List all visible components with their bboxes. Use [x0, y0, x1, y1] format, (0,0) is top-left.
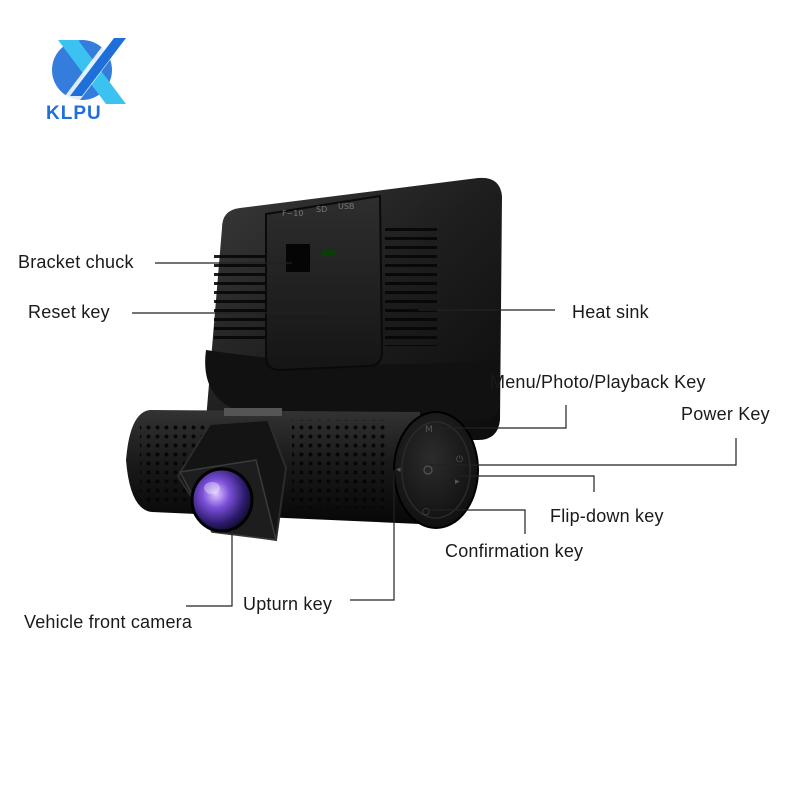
label-bracket-chuck: Bracket chuck	[18, 252, 134, 272]
leader-upturn-key	[350, 470, 395, 601]
barrel-top-highlight	[224, 408, 282, 416]
bracket-chuck-slot	[286, 244, 310, 272]
menu-key-glyph[interactable]: M	[425, 425, 433, 435]
reset-key-hole	[322, 250, 336, 256]
label-reset-key: Reset key	[28, 302, 110, 322]
label-front-camera: Vehicle front camera	[24, 612, 193, 632]
front-camera-lens	[190, 467, 254, 533]
brand-name: KLPU	[46, 103, 102, 124]
label-flip-down-key: Flip-down key	[550, 506, 664, 526]
back-label-right: USB	[338, 202, 354, 211]
flip-down-key-glyph[interactable]: ▸	[455, 477, 460, 487]
label-menu-key: Menu/Photo/Playback Key	[490, 372, 706, 392]
back-label-left: F~10	[282, 209, 303, 218]
leader-power-key	[428, 438, 737, 466]
barrel-vent-right	[292, 420, 388, 508]
confirmation-key-glyph[interactable]: ○	[422, 507, 430, 517]
heat-sink-right	[385, 226, 437, 346]
leader-flip-down-key	[458, 475, 595, 492]
bracket-panel	[265, 194, 384, 372]
confirmation-key-button[interactable]	[423, 465, 433, 475]
leader-menu-key	[436, 405, 567, 429]
upturn-key-glyph[interactable]: ◂	[396, 465, 401, 475]
leader-front-camera	[186, 530, 233, 607]
leader-confirmation-key	[430, 509, 526, 534]
klpu-logo-icon	[52, 36, 128, 104]
heat-sink-left	[214, 255, 266, 340]
label-confirmation-key: Confirmation key	[445, 541, 584, 561]
label-heat-sink: Heat sink	[572, 302, 649, 322]
end-cap-ring	[401, 421, 471, 519]
power-key-glyph[interactable]: ⏻	[456, 454, 463, 465]
label-power-key: Power Key	[681, 404, 770, 424]
callout-lines	[132, 262, 737, 607]
back-label-mid: SD	[316, 205, 327, 214]
label-upturn-key: Upturn key	[243, 594, 333, 614]
lens-reflection	[204, 482, 220, 494]
